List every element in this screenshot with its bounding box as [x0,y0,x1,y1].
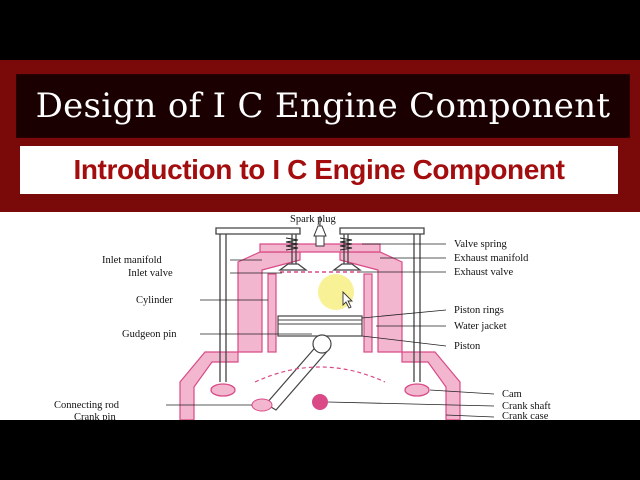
label-valve-spring: Valve spring [454,239,508,250]
inlet-valve-assembly [210,227,308,397]
cylinder-head [259,243,381,253]
label-cam: Cam [502,389,522,400]
water-jacket-left [267,273,277,353]
page-subtitle: Introduction to I C Engine Component [73,154,565,185]
subtitle-banner: Introduction to I C Engine Component [20,146,618,194]
crank-case-leader [445,414,495,418]
exhaust-valve-spring [339,237,353,251]
left-labels [166,259,312,406]
label-inlet-valve: Inlet valve [128,268,173,279]
label-water-jacket: Water jacket [454,321,507,332]
inlet-valve-head [278,263,308,271]
exhaust-valve-assembly [332,227,430,397]
engine-diagram: Inlet manifold Inlet valve Cylinder Gudg… [0,212,640,420]
crank-pin-circle [251,398,273,412]
gudgeon-pin-boss [312,334,332,354]
water-jacket-right [363,273,373,353]
label-connecting-rod: Connecting rod [54,400,120,411]
label-crank-case: Crank case [502,411,549,420]
engine-body [179,243,461,420]
exhaust-cam [404,383,430,397]
label-cylinder: Cylinder [136,295,173,306]
piston-rings-leader [361,309,447,319]
crank-shaft-leader [327,401,495,407]
label-exhaust-manifold: Exhaust manifold [454,253,529,264]
exhaust-valve-head [332,263,362,271]
label-crank-pin: Crank pin [74,412,116,420]
label-crank-shaft: Crank shaft [502,401,551,412]
label-piston: Piston [454,341,481,352]
valve-springs [285,237,353,251]
exhaust-rocker-arm [339,227,425,235]
page-title: Design of I C Engine Component [35,86,611,126]
inlet-valve-spring [285,237,299,251]
piston-body [277,315,363,337]
label-inlet-manifold: Inlet manifold [102,255,163,266]
spark-plug-body [313,225,327,237]
inlet-cam [210,383,236,397]
piston [277,315,363,337]
label-exhaust-valve: Exhaust valve [454,267,514,278]
spark-plug [313,216,327,247]
piston-leader [361,335,447,347]
label-piston-rings: Piston rings [454,305,504,316]
engine-diagram-svg: Inlet manifold Inlet valve Cylinder Gudg… [54,214,551,420]
inlet-rocker-arm [215,227,301,235]
spark-plug-base [315,235,325,247]
video-frame: Design of I C Engine Component Introduct… [0,60,640,420]
crank-shaft-center [312,394,328,410]
mouse-pointer-icon [342,290,354,309]
cam-leader [429,389,495,395]
label-spark-plug: Spark plug [290,214,337,225]
crank-case-right [401,351,461,420]
label-gudgeon-pin: Gudgeon pin [122,329,177,340]
crank-case-left [179,351,239,420]
title-banner: Design of I C Engine Component [16,74,630,138]
crank-path-line [254,366,386,383]
right-labels [327,243,495,418]
